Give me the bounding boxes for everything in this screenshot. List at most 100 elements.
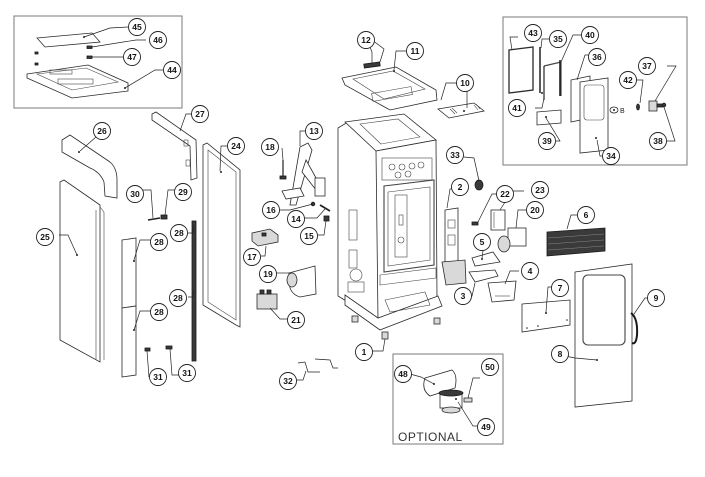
svg-text:42: 42 <box>623 75 633 85</box>
svg-text:25: 25 <box>40 232 50 242</box>
callout-23: 23 <box>531 181 549 199</box>
part-34-door-inner <box>579 77 609 154</box>
callouts: 45 46 47 44 43 35 40 36 41 39 34 42 37 3… <box>36 18 667 436</box>
callout-35: 35 <box>549 30 567 48</box>
part-7-heat-exchanger-plate <box>521 299 571 333</box>
callout-19: 19 <box>259 265 277 283</box>
svg-text:6: 6 <box>584 210 589 220</box>
part-11-top-panel <box>341 66 438 111</box>
part-1-foot <box>351 315 441 340</box>
callout-31-right: 31 <box>178 364 196 382</box>
svg-text:41: 41 <box>512 103 522 113</box>
callout-37: 37 <box>638 57 656 75</box>
part-46-screw <box>34 45 93 55</box>
svg-text:13: 13 <box>309 126 319 136</box>
callout-48: 48 <box>394 365 412 383</box>
part-9-door-handle <box>630 312 639 345</box>
callout-28-rail-upper: 28 <box>170 224 188 242</box>
inset-box-optional <box>392 353 504 445</box>
part-30-bracket <box>147 217 161 221</box>
callout-9: 9 <box>647 289 665 307</box>
svg-text:44: 44 <box>167 65 177 75</box>
callout-1: 1 <box>355 343 373 361</box>
part-44-top-cover <box>26 64 129 99</box>
svg-text:18: 18 <box>265 142 275 152</box>
part-49-burner <box>438 389 464 414</box>
callout-43: 43 <box>524 24 542 42</box>
svg-text:17: 17 <box>247 252 257 262</box>
callout-29: 29 <box>174 183 192 201</box>
reference-marker-b: B <box>609 106 625 115</box>
svg-text:B: B <box>620 108 625 115</box>
svg-text:39: 39 <box>542 136 552 146</box>
callout-3: 3 <box>454 287 472 305</box>
svg-text:34: 34 <box>606 151 616 161</box>
svg-text:48: 48 <box>398 369 408 379</box>
svg-text:12: 12 <box>361 35 371 45</box>
part-26-top-corner-cover <box>61 134 118 199</box>
svg-text:26: 26 <box>97 126 107 136</box>
callout-13: 13 <box>305 122 323 140</box>
svg-text:46: 46 <box>153 35 163 45</box>
svg-text:22: 22 <box>500 189 510 199</box>
part-14-bolt <box>319 204 331 212</box>
part-21-valve <box>256 289 278 310</box>
svg-text:16: 16 <box>266 205 276 215</box>
part-42-pin <box>636 103 640 111</box>
callout-22: 22 <box>496 185 514 203</box>
part-38-screw <box>661 102 667 108</box>
part-37-latch <box>648 100 664 112</box>
part-50-fitting <box>463 397 473 403</box>
part-2-control-board <box>441 207 467 286</box>
callout-20: 20 <box>526 201 544 219</box>
svg-text:31: 31 <box>153 372 163 382</box>
part-25-side-panel <box>59 179 105 363</box>
part-13-tube-support <box>281 142 326 206</box>
part-18-sensor <box>279 160 287 180</box>
callout-40: 40 <box>581 26 599 44</box>
part-6-grille <box>546 227 606 257</box>
callout-6: 6 <box>577 206 595 224</box>
part-8-front-door <box>574 263 633 408</box>
svg-text:37: 37 <box>642 61 652 71</box>
callout-14: 14 <box>287 210 305 228</box>
svg-text:40: 40 <box>585 30 595 40</box>
callout-24: 24 <box>227 137 245 155</box>
part-31-clip-right <box>165 345 173 350</box>
callout-15: 15 <box>300 227 318 245</box>
svg-text:8: 8 <box>558 349 563 359</box>
svg-text:31: 31 <box>182 368 192 378</box>
callout-5: 5 <box>473 233 491 251</box>
svg-text:19: 19 <box>263 269 273 279</box>
part-28-front-column-lower <box>121 305 137 378</box>
callout-38: 38 <box>649 132 667 150</box>
svg-text:30: 30 <box>130 189 140 199</box>
callout-27: 27 <box>191 105 209 123</box>
callout-28-lower: 28 <box>150 303 168 321</box>
svg-text:45: 45 <box>132 22 142 32</box>
callout-2: 2 <box>451 178 469 196</box>
part-28-front-column-upper <box>121 237 137 309</box>
svg-text:10: 10 <box>460 78 470 88</box>
callout-25: 25 <box>36 228 54 246</box>
callout-12: 12 <box>357 31 375 49</box>
callout-31-left: 31 <box>149 368 167 386</box>
svg-text:29: 29 <box>178 187 188 197</box>
part-32-cables <box>297 358 338 373</box>
svg-text:14: 14 <box>291 214 301 224</box>
svg-text:4: 4 <box>528 266 533 276</box>
callout-42: 42 <box>619 71 637 89</box>
part-24-back-frame <box>202 142 241 328</box>
callout-44: 44 <box>163 61 181 79</box>
part-17-motor-unit <box>251 228 279 247</box>
callout-10: 10 <box>456 74 474 92</box>
part-31-clip-left <box>144 347 151 352</box>
svg-text:32: 32 <box>283 376 293 386</box>
part-43-glass-panel <box>508 46 534 94</box>
callout-7: 7 <box>551 279 569 297</box>
svg-text:33: 33 <box>450 150 460 160</box>
svg-text:38: 38 <box>653 136 663 146</box>
part-23-bracket <box>490 209 506 231</box>
callout-28-upper: 28 <box>150 233 168 251</box>
callout-17: 17 <box>243 248 261 266</box>
